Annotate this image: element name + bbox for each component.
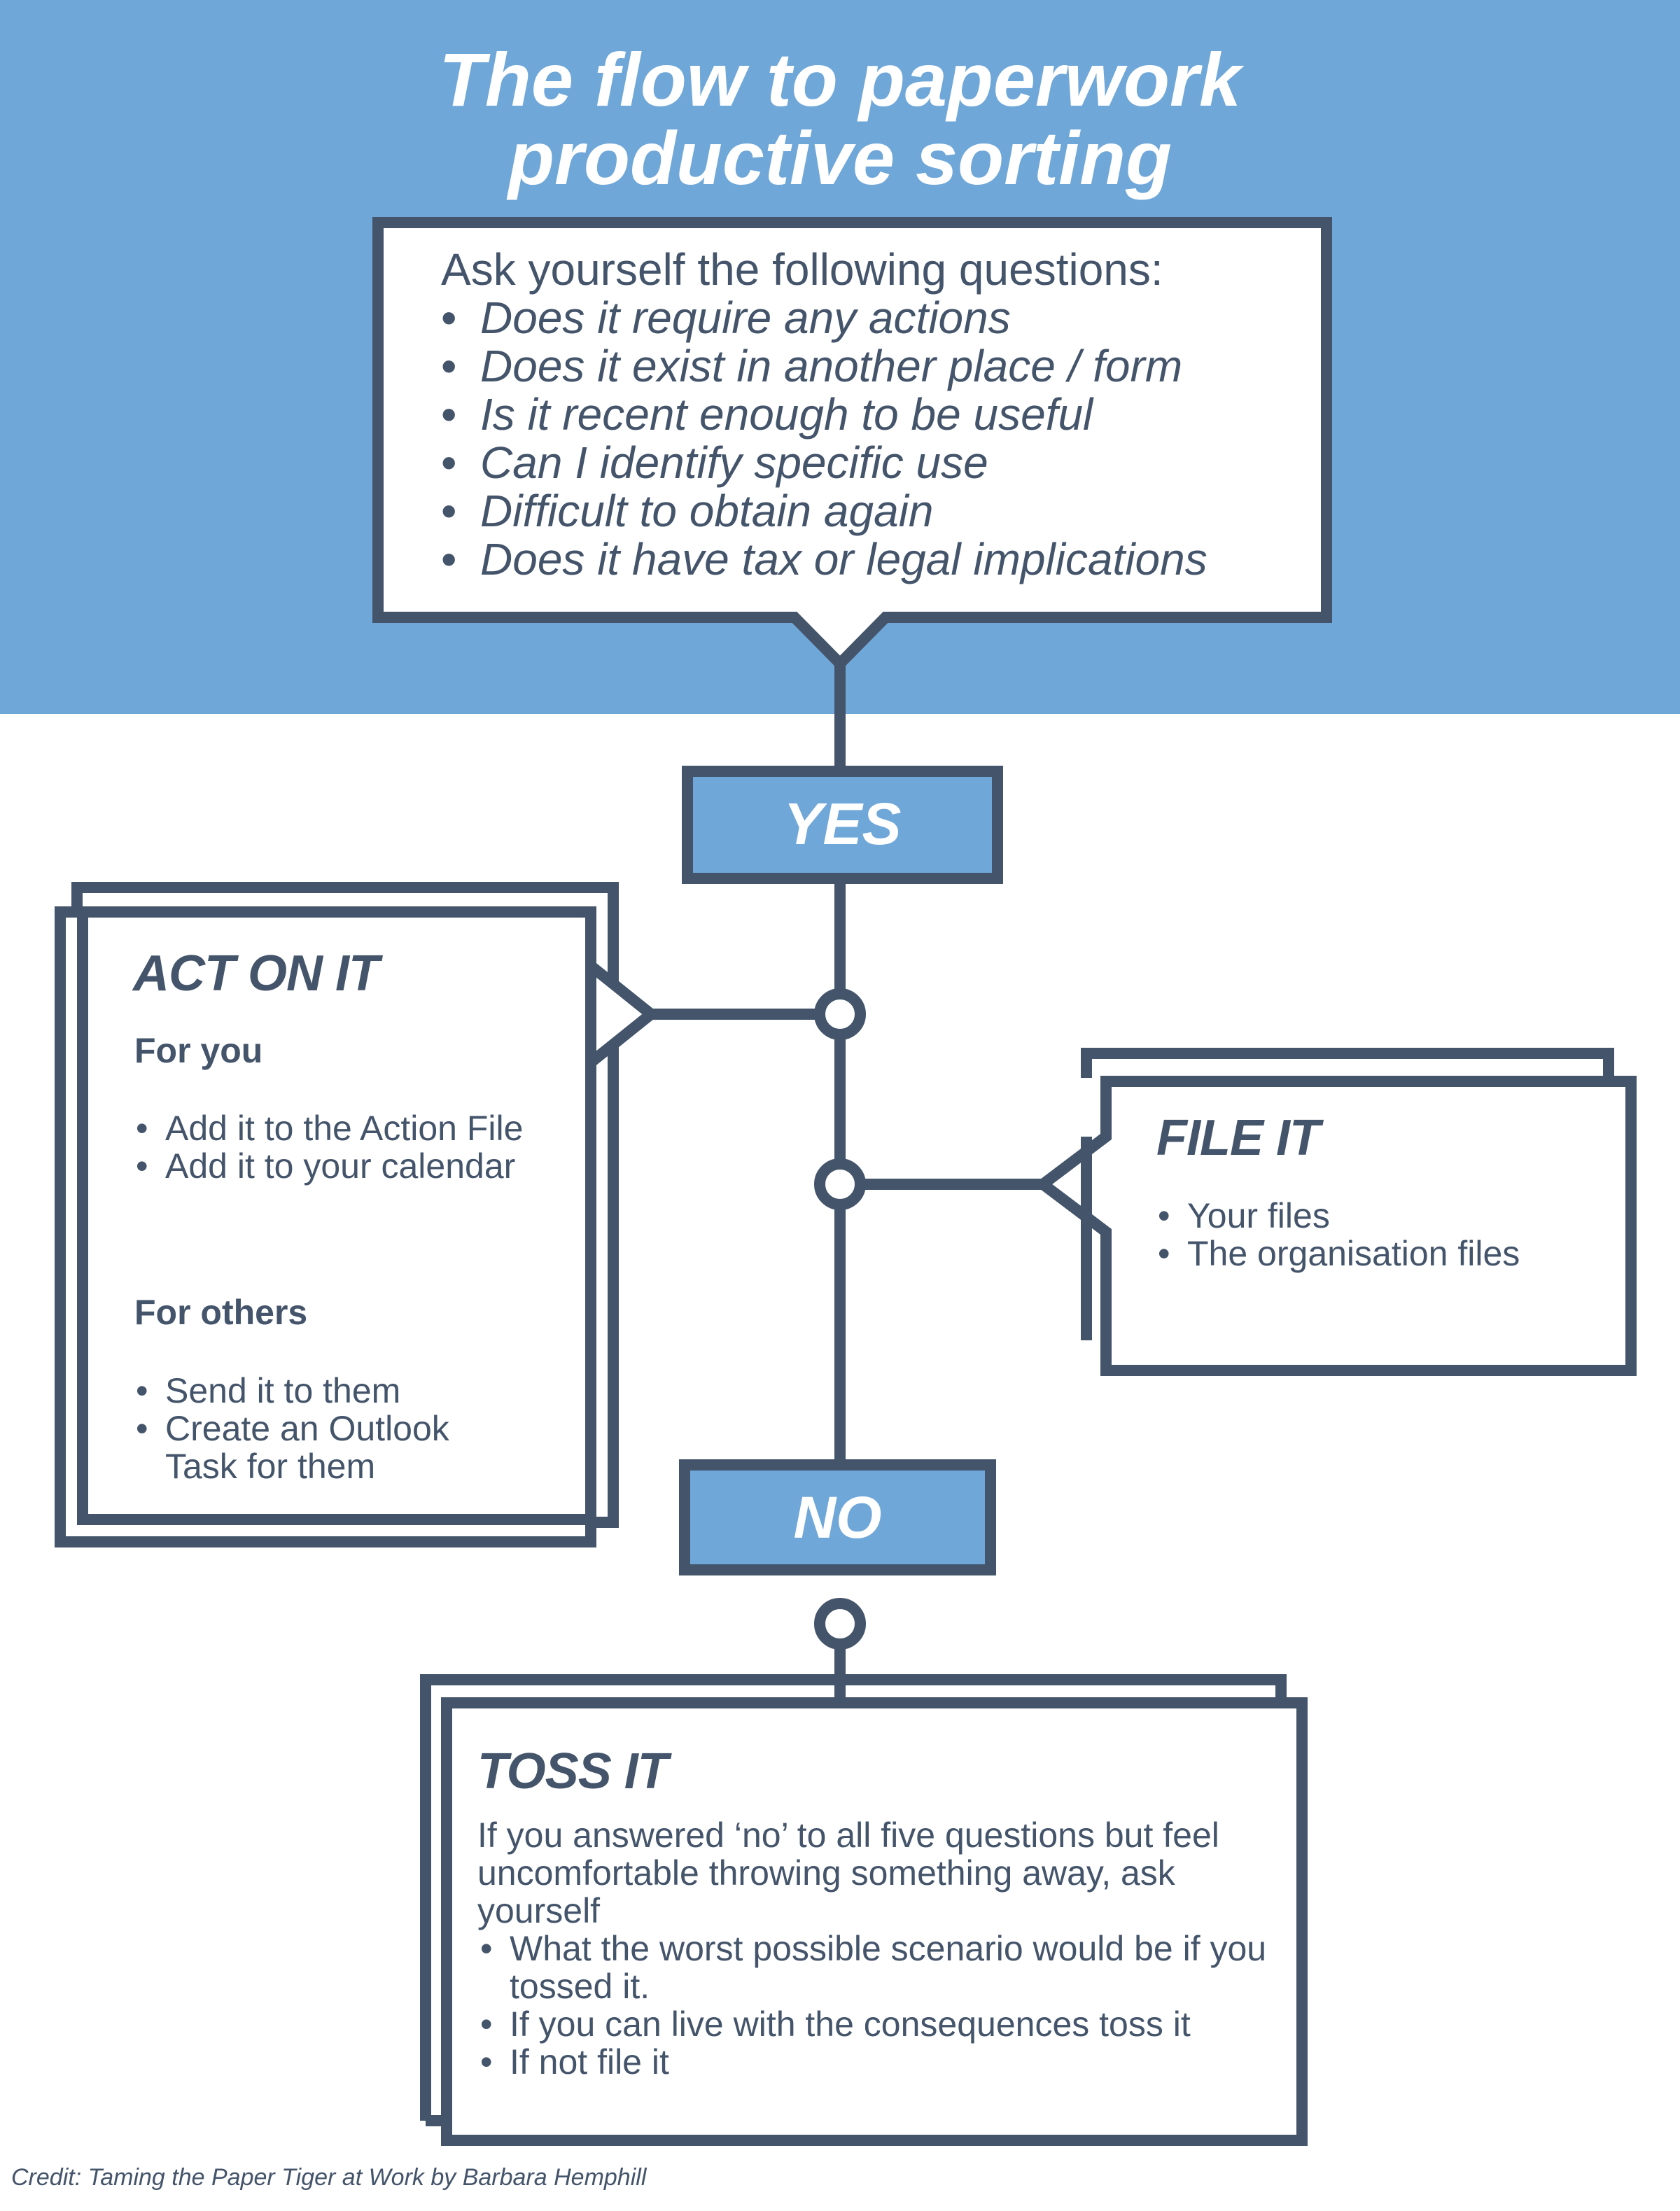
bullet-icon: •: [136, 1146, 148, 1186]
list-item-text: Add it to the Action File: [165, 1109, 524, 1148]
act-for-others-heading: For others: [134, 1293, 308, 1332]
list-item: • If not file it: [477, 2043, 1268, 2081]
file-box-outline: [1033, 1076, 1637, 1376]
questions-box-outline: [372, 217, 1332, 672]
junction-file: [814, 1158, 866, 1210]
bullet-icon: •: [441, 293, 457, 343]
list-item-text: The organisation files: [1187, 1234, 1520, 1273]
list-item-text: If you can live with the consequences to…: [510, 2005, 1191, 2044]
toss-heading: TOSS IT: [477, 1743, 668, 1799]
act-for-you-list: • Add it to the Action File • Add it to yo…: [133, 1109, 525, 1185]
toss-box-back: [420, 1674, 1287, 2121]
bullet-icon: •: [136, 1409, 148, 1448]
list-item: • The organisation files: [1155, 1235, 1603, 1272]
questions-heading: Ask yourself the following questions:: [441, 244, 1163, 295]
bullet-icon: •: [1158, 1196, 1170, 1235]
questions-list: • Does it require any actions • Does it ex…: [441, 294, 1208, 584]
toss-list: • What the worst possible scenario would …: [477, 1930, 1268, 2081]
question-text: Does it require any actions: [480, 293, 1011, 343]
bullet-icon: •: [1158, 1234, 1170, 1273]
question-text: Does it exist in another place / form: [480, 341, 1183, 391]
yes-box: [682, 766, 1003, 884]
act-for-you-heading: For you: [134, 1031, 263, 1070]
question-text: Does it have tax or legal implications: [480, 534, 1208, 584]
list-item-text: Add it to your calendar: [165, 1146, 516, 1186]
bullet-icon: •: [441, 341, 457, 391]
act-heading: ACT ON IT: [133, 946, 379, 1002]
question-item: • Does it require any actions: [441, 294, 1208, 342]
junction-act: [814, 988, 866, 1040]
question-item: • Does it have tax or legal implications: [441, 535, 1208, 584]
no-box: [679, 1459, 996, 1575]
page-title: The flow to paperwork productive sorting: [0, 41, 1680, 197]
act-box-back: [71, 882, 619, 1528]
toss-intro: If you answered ‘no’ to all five questio…: [477, 1816, 1219, 1930]
act-for-others-list: • Send it to them • Create an Outlook Task…: [133, 1372, 525, 1485]
question-text: Difficult to obtain again: [480, 486, 934, 536]
toss-box-outline: [441, 1697, 1308, 2146]
list-item-text: Create an Outlook Task for them: [165, 1409, 449, 1486]
list-item-text: Your files: [1187, 1196, 1330, 1235]
question-item: • Does it exist in another place / form: [441, 342, 1208, 391]
list-item: • Send it to them: [133, 1372, 525, 1410]
question-text: Is it recent enough to be useful: [480, 389, 1093, 440]
question-item: • Can I identify specific use: [441, 439, 1208, 487]
list-item: • What the worst possible scenario would …: [477, 1930, 1268, 2005]
bullet-icon: •: [441, 534, 457, 584]
act-box-front: [77, 906, 596, 1525]
bullet-icon: •: [480, 2005, 493, 2044]
list-item: • Add it to the Action File: [133, 1109, 525, 1147]
list-item-text: Send it to them: [165, 1371, 401, 1410]
question-text: Can I identify specific use: [480, 437, 988, 488]
title-line-1: The flow to paperwork: [438, 37, 1242, 122]
bullet-icon: •: [441, 437, 457, 488]
list-item: • Your files: [1155, 1197, 1603, 1235]
list-item-text: If not file it: [510, 2042, 669, 2082]
bullet-icon: •: [480, 1929, 493, 1968]
list-item: • Add it to your calendar: [133, 1147, 525, 1185]
junction-toss: [814, 1598, 866, 1650]
bullet-icon: •: [136, 1371, 148, 1410]
question-item: • Difficult to obtain again: [441, 487, 1208, 535]
no-label: NO: [793, 1484, 882, 1550]
list-item: • Create an Outlook Task for them: [133, 1410, 525, 1485]
title-line-2: productive sorting: [507, 115, 1172, 200]
bullet-icon: •: [136, 1109, 148, 1148]
question-item: • Is it recent enough to be useful: [441, 391, 1208, 439]
bullet-icon: •: [480, 2042, 493, 2082]
bullet-icon: •: [441, 389, 457, 440]
list-item: • If you can live with the consequences t…: [477, 2005, 1268, 2043]
list-item-text: What the worst possible scenario would b…: [510, 1929, 1267, 2006]
yes-label: YES: [783, 791, 902, 857]
file-list: • Your files • The organisation files: [1155, 1197, 1603, 1272]
file-heading: FILE IT: [1156, 1110, 1320, 1166]
credit-text: Credit: Taming the Paper Tiger at Work b…: [11, 2164, 647, 2191]
bullet-icon: •: [441, 486, 457, 536]
